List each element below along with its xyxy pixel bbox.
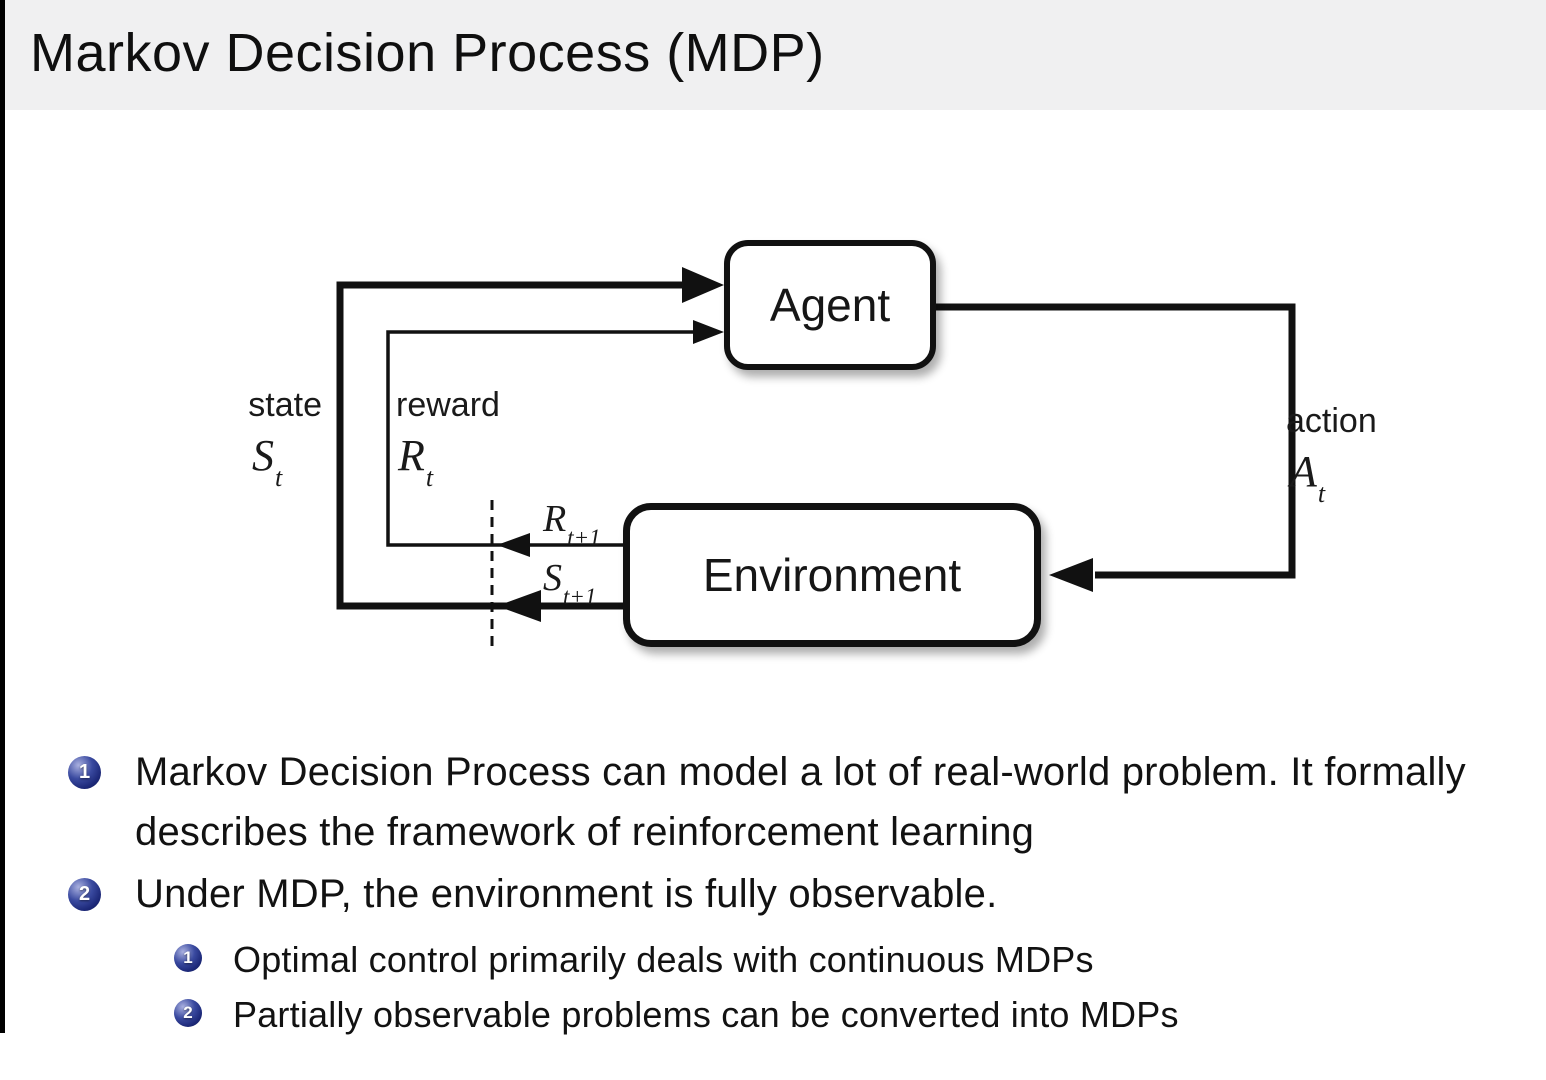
bullet-item: Under MDP, the environment is fully obse… bbox=[135, 872, 998, 916]
state-symbol: St bbox=[252, 431, 283, 492]
reward-symbol: Rt bbox=[398, 431, 434, 492]
reward-into-agent-arrowhead bbox=[693, 320, 724, 344]
sub-bullet-number-badge: 1 bbox=[174, 944, 202, 972]
bullet-item: Markov Decision Process can model a lot … bbox=[135, 750, 1466, 854]
next-state-symbol: St+1 bbox=[543, 557, 597, 609]
environment-box: Environment bbox=[623, 503, 1041, 647]
sub-bullet-item: Optimal control primarily deals with con… bbox=[233, 939, 1094, 980]
next-reward-symbol: Rt+1 bbox=[543, 498, 601, 550]
reward-label: reward bbox=[396, 386, 500, 424]
next-reward-arrowhead bbox=[497, 533, 530, 557]
sub-bullet-number-badge: 2 bbox=[174, 999, 202, 1027]
agent-label: Agent bbox=[769, 279, 891, 331]
slide-title-bar: Markov Decision Process (MDP) bbox=[0, 0, 1546, 110]
bullet-number-badge: 2 bbox=[68, 878, 101, 911]
agent-box: Agent bbox=[724, 240, 936, 370]
action-into-environment-arrowhead bbox=[1049, 558, 1093, 592]
environment-label: Environment bbox=[702, 549, 962, 601]
bullet-number-badge: 1 bbox=[68, 756, 101, 789]
mdp-agent-environment-diagram: Agent Environment state St reward Rt act… bbox=[0, 110, 1546, 710]
state-into-agent-arrowhead bbox=[682, 267, 724, 303]
next-state-arrowhead bbox=[497, 590, 541, 622]
action-label: action bbox=[1286, 402, 1377, 440]
state-label: state bbox=[248, 386, 322, 424]
viewer-edge-strip bbox=[0, 0, 5, 1033]
sub-bullet-item: Partially observable problems can be con… bbox=[233, 994, 1179, 1035]
action-symbol: At bbox=[1290, 447, 1326, 508]
slide-title: Markov Decision Process (MDP) bbox=[30, 23, 825, 83]
